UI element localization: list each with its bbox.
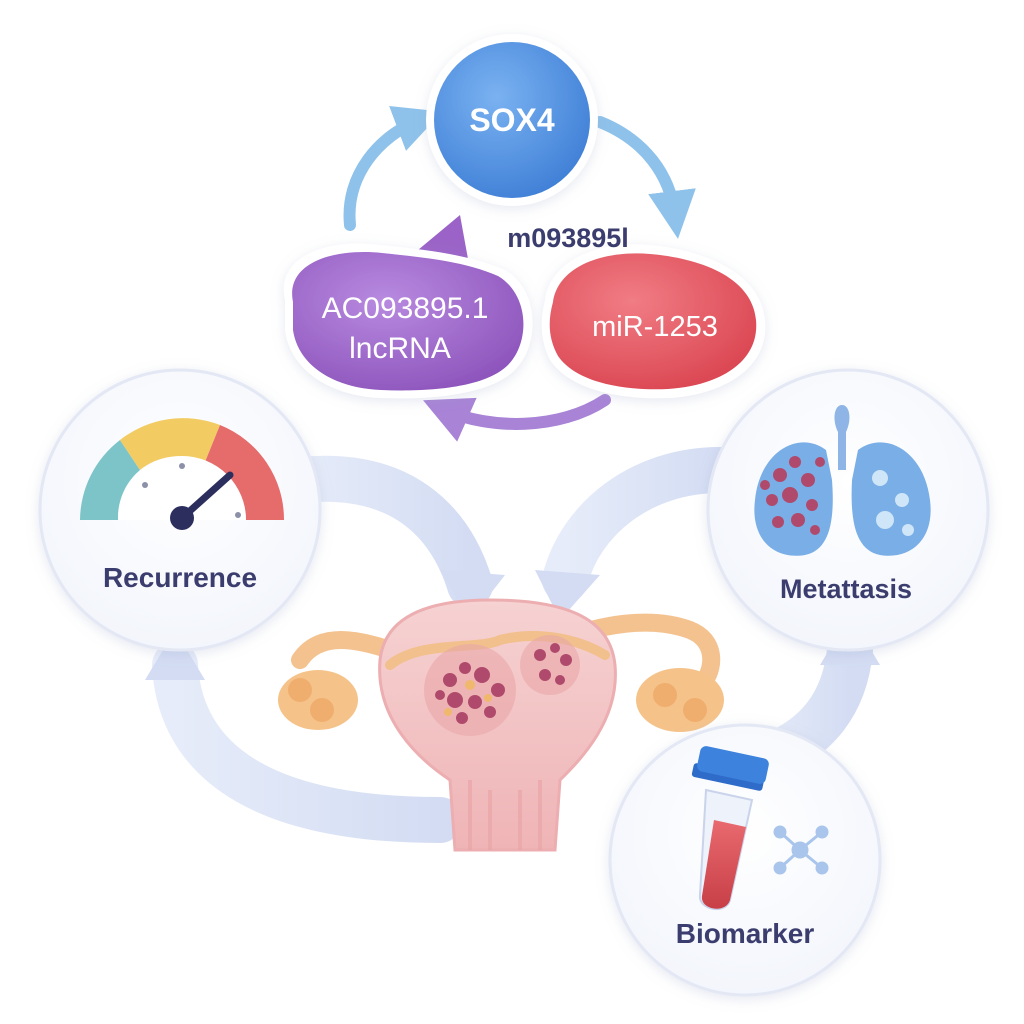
lncrna-node [283, 243, 533, 399]
lncrna-name: AC093895.1 [322, 292, 489, 325]
tumor-cluster-right [520, 635, 580, 695]
lungs-icon [754, 405, 931, 556]
biomarker-label: Biomarker [676, 918, 815, 949]
loop-center-label: m093895l [507, 223, 629, 253]
loop-arrow-sox4-to-mirna [594, 116, 696, 239]
tumor-nodules [760, 456, 825, 535]
sox4-label: SOX4 [469, 102, 555, 138]
metastasis-panel: Metattasis [706, 368, 990, 652]
flow-arrow-head-2 [535, 570, 600, 620]
recurrence-panel: Recurrence [38, 368, 322, 652]
risk-gauge-icon [80, 418, 285, 530]
regulatory-loop: SOX4 AC093895.1 lncRNA miR-1253 m093895l [283, 34, 766, 442]
lncrna-type: lncRNA [349, 332, 451, 365]
biomarker-panel: Biomarker [608, 723, 882, 997]
flow-arrow-recurrence-to-uterus [277, 455, 493, 608]
flow-arrow-head-3 [145, 630, 205, 680]
flow-arrow-uterus-to-recurrence [152, 642, 463, 843]
uterine-lining [385, 630, 610, 670]
loop-arrow-mirna-to-lncrna [423, 394, 611, 442]
mirna-node [541, 244, 766, 399]
metastasis-label: Metattasis [780, 574, 912, 604]
flow-arrow-head-1 [440, 570, 505, 620]
loop-arrow-lncrna-to-sox4 [343, 105, 443, 231]
flow-arrow-metastasis-to-uterus [542, 447, 743, 603]
molecule-icon [773, 825, 829, 875]
ovary-left [278, 670, 358, 730]
blood-tube-icon [691, 746, 769, 910]
uterus-illustration [278, 598, 724, 852]
sox4-node [426, 34, 598, 206]
ovary-right [636, 668, 724, 732]
recurrence-label: Recurrence [103, 562, 257, 593]
mirna-label: miR-1253 [592, 311, 718, 343]
tumor-cluster-left [424, 644, 516, 736]
